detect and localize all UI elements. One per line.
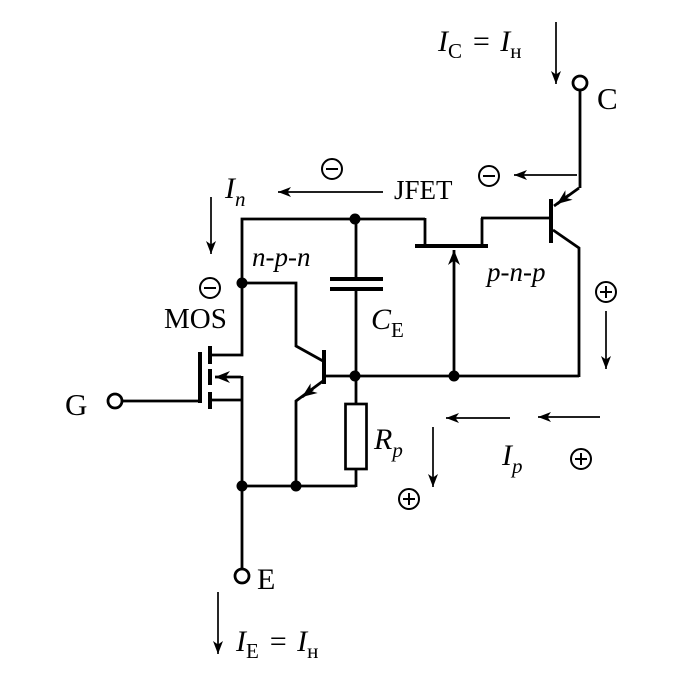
- electron-current-label: In: [224, 172, 246, 211]
- jfet-label: JFET: [394, 175, 453, 205]
- junction-dot: [349, 370, 361, 382]
- plus-charge-icon: [398, 488, 420, 510]
- junction-dot: [290, 480, 302, 492]
- gate-terminal-label: G: [65, 387, 87, 422]
- minus-charge-icon: [478, 165, 500, 187]
- gate-terminal: [106, 392, 124, 410]
- plus-charge-icon: [595, 281, 617, 303]
- pnp-emitter-arrowhead: [556, 190, 573, 206]
- junction-dot: [349, 213, 361, 225]
- minus-charge-icon: [321, 158, 343, 180]
- emitter-terminal-label: E: [257, 563, 275, 596]
- hole-current-label: Ip: [501, 439, 523, 478]
- collector-current-label: IC=Iн: [437, 25, 522, 63]
- emitter-terminal: [233, 567, 251, 585]
- minus-charge-icon: [199, 277, 221, 299]
- plus-charge-icon: [570, 448, 592, 470]
- collector-terminal: [571, 74, 589, 92]
- junction-dot: [448, 370, 460, 382]
- emitter-current-label: IE=Iн: [235, 625, 318, 663]
- wire-npn-collector: [242, 281, 324, 363]
- collector-terminal-label: C: [597, 81, 618, 116]
- junction-dot: [236, 480, 248, 492]
- pnp-label: p-n-p: [485, 257, 545, 287]
- wire-pnp-collector: [552, 228, 581, 377]
- capacitor-label: CE: [371, 303, 404, 342]
- npn-emitter-arrowhead: [301, 383, 318, 399]
- resistor-body: [344, 402, 368, 471]
- junction-dot: [236, 277, 248, 289]
- npn-label: n-p-n: [252, 242, 310, 272]
- resistor-label: Rp: [373, 423, 403, 462]
- mos-label: MOS: [164, 303, 227, 335]
